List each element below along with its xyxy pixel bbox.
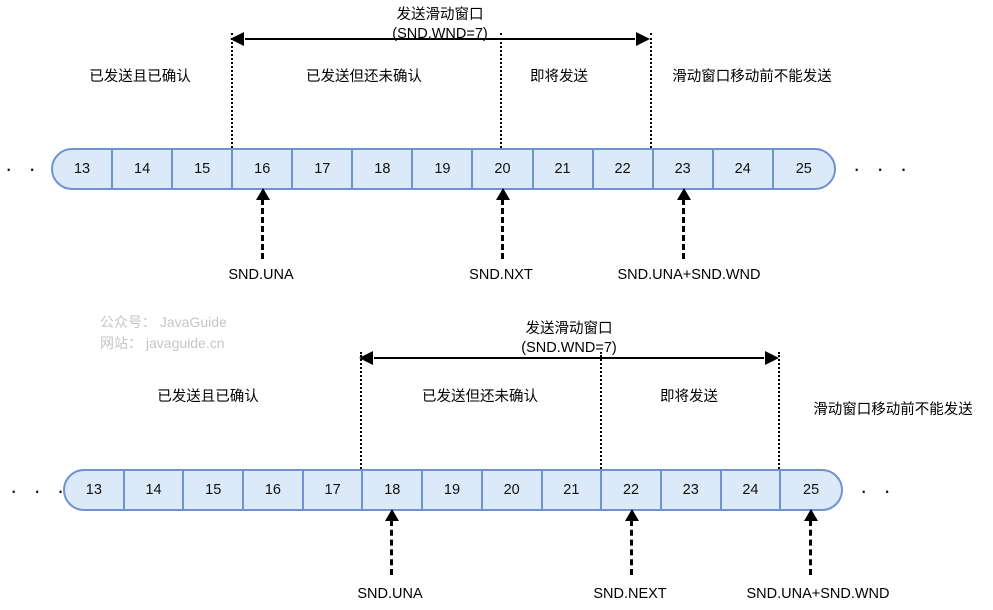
byte-cell: 20 — [473, 150, 534, 188]
pointer-line-next — [624, 509, 639, 575]
byte-cell: 18 — [353, 150, 414, 188]
byte-cell: 14 — [125, 471, 185, 509]
window-span-arrow — [374, 357, 764, 359]
byte-cell: 20 — [483, 471, 543, 509]
right-ellipsis: · · — [860, 478, 896, 503]
region-label-acked: 已发送且已确认 — [89, 69, 191, 85]
byte-cell: 18 — [363, 471, 424, 509]
pointer-arrow-icon — [803, 509, 818, 521]
byte-cell: 13 — [53, 150, 114, 188]
boundary-line-una — [231, 33, 233, 168]
byte-cell: 21 — [543, 471, 603, 509]
byte-cell: 25 — [803, 482, 820, 498]
byte-cell: 17 — [293, 150, 354, 188]
boundary-line-nxt — [500, 33, 502, 168]
pointer-line-una — [255, 188, 270, 259]
byte-cell: 16 — [244, 471, 304, 509]
pointer-line-una-wnd — [803, 509, 818, 575]
pointer-line-una — [384, 509, 399, 575]
region-label-acked: 已发送且已确认 — [157, 389, 259, 405]
region-label-to-send: 即将发送 — [660, 389, 718, 405]
region-label-sent-unacked: 已发送但还未确认 — [422, 389, 538, 405]
right-ellipsis: · · · — [853, 156, 913, 181]
byte-cell: 13 — [65, 471, 125, 509]
byte-cell: 15 — [173, 150, 234, 188]
boundary-line-una-wnd — [778, 352, 780, 477]
region-label-blocked: 滑动窗口移动前不能发送 — [672, 69, 832, 85]
window-title-line2: (SND.WND=7) — [392, 26, 488, 42]
byte-cell: 24 — [722, 471, 782, 509]
byte-cell: 22 — [602, 471, 662, 509]
byte-cell: 19 — [413, 150, 474, 188]
pointer-line-nxt — [495, 188, 510, 259]
byte-cell: 15 — [184, 471, 245, 509]
pointer-label-next: SND.NEXT — [593, 586, 667, 602]
byte-cell: 14 — [113, 150, 174, 188]
watermark-line1: 公众号： JavaGuide — [100, 314, 227, 330]
byte-cell: 25 — [795, 161, 812, 177]
pointer-arrow-icon — [676, 188, 691, 200]
boundary-line-una-wnd — [650, 33, 652, 168]
boundary-line-una — [360, 352, 362, 477]
pointer-label-una-wnd: SND.UNA+SND.WND — [746, 586, 890, 602]
pointer-arrow-icon — [255, 188, 270, 200]
pointer-arrow-icon — [624, 509, 639, 521]
boundary-line-next — [600, 352, 602, 477]
byte-cell: 16 — [233, 150, 294, 188]
window-span-arrow — [245, 38, 635, 40]
region-label-to-send: 即将发送 — [530, 69, 588, 85]
pointer-arrow-icon — [495, 188, 510, 200]
byte-cell: 24 — [714, 150, 774, 188]
pointer-line-una-wnd — [676, 188, 691, 259]
byte-cell: 17 — [304, 471, 364, 509]
byte-cell: 23 — [654, 150, 714, 188]
window-title-line1: 发送滑动窗口 — [396, 7, 484, 23]
pointer-label-una: SND.UNA — [357, 586, 423, 602]
left-ellipsis: · · · — [5, 156, 65, 181]
byte-cell: 19 — [423, 471, 483, 509]
region-label-sent-unacked: 已发送但还未确认 — [306, 69, 422, 85]
window-title-line1: 发送滑动窗口 — [525, 321, 613, 337]
byte-cell: 22 — [594, 150, 654, 188]
pointer-arrow-icon — [384, 509, 399, 521]
byte-cell: 23 — [662, 471, 722, 509]
left-ellipsis: · · · — [10, 478, 70, 503]
pointer-label-una: SND.UNA — [228, 267, 294, 283]
region-label-blocked: 滑动窗口移动前不能发送 — [813, 402, 973, 418]
pointer-label-nxt: SND.NXT — [469, 267, 533, 283]
pointer-label-una-wnd: SND.UNA+SND.WND — [617, 267, 761, 283]
byte-cell: 21 — [534, 150, 594, 188]
watermark-line2: 网站： javaguide.cn — [100, 335, 225, 351]
window-title-line2: (SND.WND=7) — [521, 340, 617, 356]
